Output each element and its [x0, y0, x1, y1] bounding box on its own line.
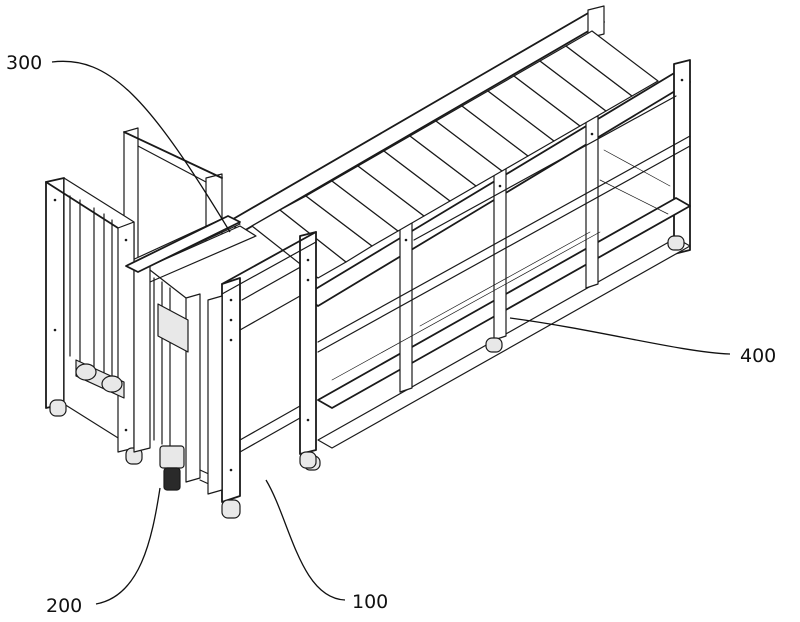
reference-numeral-400: 400	[740, 345, 776, 367]
reference-numeral-300: 300	[6, 52, 42, 74]
leader-100	[265, 479, 346, 601]
lift-unit	[45, 177, 241, 491]
leader-lines	[51, 60, 731, 605]
reference-numeral-200: 200	[46, 595, 82, 617]
bolt-holes	[53, 78, 684, 472]
base-frame	[53, 78, 684, 519]
reference-numeral-100: 100	[352, 591, 388, 613]
leader-300	[51, 60, 231, 233]
roller-conveyor-frame	[227, 5, 691, 471]
leader-200	[95, 487, 161, 605]
leader-400	[509, 317, 731, 355]
roller-set	[251, 30, 659, 279]
